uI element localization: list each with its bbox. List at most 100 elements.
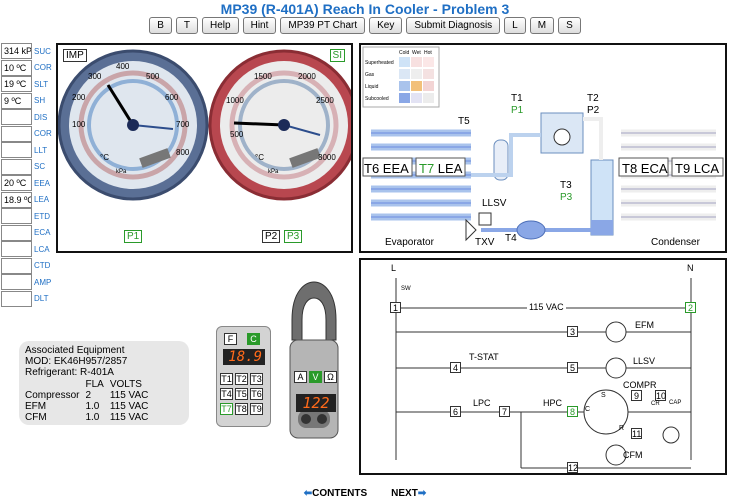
t2-probe-button[interactable]: T2 xyxy=(235,373,248,385)
high-tick: 2500 xyxy=(316,96,334,105)
line-l-label: L xyxy=(391,263,397,273)
terminal-7[interactable]: 7 xyxy=(499,406,510,417)
terminal-1[interactable]: 1 xyxy=(390,302,401,313)
p3-gauge-tag[interactable]: P3 xyxy=(284,230,303,243)
thermometer-meter: F C 18.9 T1 T2 T3 T4 T5 T6 T7 T8 T9 xyxy=(216,326,271,427)
hint-button[interactable]: Hint xyxy=(242,17,277,34)
gauge-panel: IMP SI °C kPa 400 300 500 200 600 100 70… xyxy=(56,43,353,253)
t9-label[interactable]: T9 LCA xyxy=(675,161,720,176)
reading-value: 314 kP xyxy=(1,43,32,60)
reading-value: 19 ºC xyxy=(1,76,32,93)
reading-value: 20 ºC xyxy=(1,175,32,192)
t8-probe-button[interactable]: T8 xyxy=(235,403,248,415)
reading-row: CTD xyxy=(1,257,53,275)
high-tick: 1000 xyxy=(226,96,244,105)
p2-label[interactable]: P2 xyxy=(587,105,600,116)
t6-probe-button[interactable]: T6 xyxy=(250,388,263,400)
terminal-10[interactable]: 10 xyxy=(655,390,667,401)
equipment-info: Associated Equipment MOD: EK46H957/2857 … xyxy=(19,341,189,425)
equipment-heading: Associated Equipment xyxy=(25,345,125,356)
p3-label[interactable]: P3 xyxy=(560,192,573,203)
ohms-toggle[interactable]: Ω xyxy=(324,371,337,383)
clamp-meter xyxy=(289,281,339,439)
help-button[interactable]: Help xyxy=(202,17,239,34)
reading-row: DLT xyxy=(1,290,53,308)
t-button[interactable]: T xyxy=(175,17,199,34)
t9-probe-button[interactable]: T9 xyxy=(250,403,263,415)
reading-label: SLT xyxy=(34,79,49,89)
imp-toggle[interactable]: IMP xyxy=(63,49,87,62)
pt-chart-button[interactable]: MP39 PT Chart xyxy=(280,17,366,34)
low-tick: 800 xyxy=(176,148,190,157)
p1-gauge-tag[interactable]: P1 xyxy=(124,230,143,243)
reading-value: 9 ºC xyxy=(1,92,32,109)
reading-value xyxy=(1,142,32,159)
t3-probe-button[interactable]: T3 xyxy=(250,373,263,385)
m-button[interactable]: M xyxy=(529,17,555,34)
s-terminal-label: S xyxy=(601,392,606,399)
high-unit-c: °C xyxy=(255,153,264,162)
amps-toggle[interactable]: A xyxy=(294,371,307,383)
cap-label: CAP xyxy=(669,400,682,406)
terminal-9[interactable]: 9 xyxy=(631,390,642,401)
reading-value: 18.9 ºC xyxy=(1,191,32,208)
next-link[interactable]: NEXT➡ xyxy=(391,488,427,499)
t3-label[interactable]: T3 xyxy=(560,180,572,191)
si-toggle[interactable]: SI xyxy=(329,49,345,62)
t5-probe-button[interactable]: T5 xyxy=(235,388,248,400)
t1-label[interactable]: T1 xyxy=(511,93,523,104)
t5-label[interactable]: T5 xyxy=(458,116,470,127)
reading-label: ECA xyxy=(34,228,51,238)
p1-label[interactable]: P1 xyxy=(511,105,524,116)
high-tick: 2000 xyxy=(298,72,316,81)
t2-label[interactable]: T2 xyxy=(587,93,599,104)
key-button[interactable]: Key xyxy=(369,17,403,34)
t1-probe-button[interactable]: T1 xyxy=(220,373,233,385)
reading-value xyxy=(1,224,32,241)
contents-link[interactable]: ⬅CONTENTS xyxy=(303,488,368,499)
gauges-graphic: °C kPa 400 300 500 200 600 100 700 800 °… xyxy=(58,49,351,201)
reading-label: DLT xyxy=(34,294,49,304)
p2-gauge-tag[interactable]: P2 xyxy=(262,230,281,243)
terminal-3[interactable]: 3 xyxy=(567,326,578,337)
high-tick: 500 xyxy=(230,130,244,139)
high-pressure-gauge[interactable] xyxy=(208,49,351,201)
accumulator xyxy=(493,139,509,181)
high-tick: 3000 xyxy=(318,153,336,162)
reading-value xyxy=(1,290,32,307)
wiring-diagram: L N SW 115 VAC 1 2 3 EFM T-STAT 4 5 LLSV… xyxy=(359,258,727,475)
reading-label: LEA xyxy=(34,195,50,205)
b-button[interactable]: B xyxy=(149,17,172,34)
terminal-11[interactable]: 11 xyxy=(631,428,642,439)
low-tick: 200 xyxy=(72,93,86,102)
terminal-12[interactable]: 12 xyxy=(567,462,579,473)
s-button[interactable]: S xyxy=(558,17,581,34)
t7-label[interactable]: T7 LEA xyxy=(419,161,463,176)
l-button[interactable]: L xyxy=(504,17,526,34)
low-pressure-gauge[interactable] xyxy=(58,49,209,201)
t4-probe-button[interactable]: T4 xyxy=(220,388,233,400)
terminal-2[interactable]: 2 xyxy=(685,302,696,313)
t8-label[interactable]: T8 ECA xyxy=(622,161,668,176)
efm-label: EFM xyxy=(635,320,654,330)
t4-label[interactable]: T4 xyxy=(505,233,517,244)
terminal-5[interactable]: 5 xyxy=(567,362,578,373)
fahrenheit-toggle[interactable]: F xyxy=(224,333,237,345)
llsv-valve xyxy=(478,212,492,226)
reading-row: LCA xyxy=(1,241,53,258)
reading-value xyxy=(1,109,32,126)
t7-probe-button[interactable]: T7 xyxy=(220,403,233,415)
terminal-8[interactable]: 8 xyxy=(567,406,578,417)
submit-diagnosis-button[interactable]: Submit Diagnosis xyxy=(406,17,501,34)
celsius-toggle[interactable]: C xyxy=(247,333,260,345)
thermometer-display: 18.9 xyxy=(223,349,265,365)
reading-row: DIS xyxy=(1,109,53,126)
volts-toggle[interactable]: V xyxy=(309,371,322,383)
terminal-6[interactable]: 6 xyxy=(450,406,461,417)
t6-label[interactable]: T6 EEA xyxy=(364,161,409,176)
terminal-4[interactable]: 4 xyxy=(450,362,461,373)
legend-col: Wet xyxy=(412,50,421,56)
